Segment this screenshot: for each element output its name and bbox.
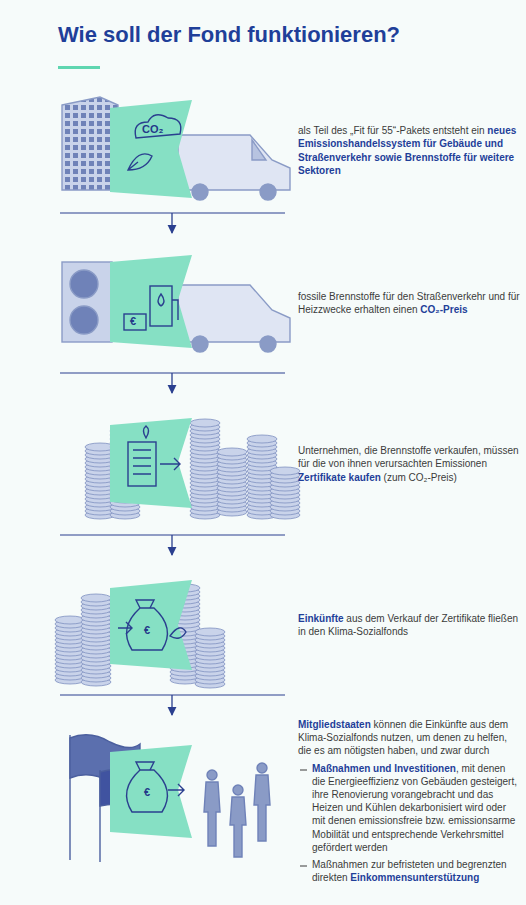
body-text: , mit denen die Energieeffizienz von Geb… [312,763,517,853]
coin [247,435,277,443]
co2-icon-text: CO₂ [142,123,163,135]
row5-art [70,735,270,862]
flow-arrow [171,213,172,233]
step-band: Einkünfte aus dem Verkauf der Zertifikat… [55,555,522,695]
coin [217,448,247,456]
coin [195,628,225,636]
row2-art [62,255,290,352]
title: Wie soll der Fond funktionieren? [58,22,400,48]
step-band: Unternehmen, die Brennstoffe verkaufen, … [55,393,522,535]
step-band: als Teil des „Fit für 55“-Pakets entsteh… [55,88,522,213]
step-text: als Teil des „Fit für 55“-Pakets entsteh… [298,124,520,177]
paragraph: Maßnahmen zur befristeten und begrenzten… [298,858,520,884]
body-text: Unternehmen, die Brennstoffe verkaufen, … [298,445,519,469]
paragraph: Einkünfte aus dem Verkauf der Zertifikat… [298,612,520,638]
row4-art [110,580,192,670]
step-band: fossile Brennstoffe für den Straßenverke… [55,233,522,373]
paragraph: Unternehmen, die Brennstoffe verkaufen, … [298,444,520,484]
title-underline [58,66,100,69]
paragraph: fossile Brennstoffe für den Straßenverke… [298,290,520,316]
flow-arrow [171,535,172,555]
bullet-dash [300,864,308,868]
step-text: Mitgliedstaaten können die Einkünfte aus… [298,718,520,884]
euro-sign: € [144,786,150,798]
step-band: Mitgliedstaaten können die Einkünfte aus… [55,715,522,901]
bullet-dash [300,768,308,772]
coin [81,594,111,602]
emphasis-text: Zertifikate kaufen [298,472,381,483]
step-text: Unternehmen, die Brennstoffe verkaufen, … [298,444,520,484]
euro-sign: € [144,624,150,636]
coin [190,419,220,427]
flow-arrow [171,695,172,715]
euro-sign: € [130,315,136,327]
coin [55,616,85,624]
coin-stacks [55,419,300,688]
body-text: (zum CO₂-Preis) [384,472,457,483]
body-text: fossile Brennstoffe für den Straßenverke… [298,291,520,315]
emphasis-text: CO₂-Preis [420,304,467,315]
emphasis-text: Mitgliedstaaten [298,719,371,730]
emphasis-text: Einkünfte [298,613,344,624]
row3-art [110,418,192,508]
paragraph: Mitgliedstaaten können die Einkünfte aus… [298,718,520,758]
paragraph: Maßnahmen und Investitionen, mit denen d… [298,762,520,854]
emphasis-text: Einkommensunterstützung [350,872,479,883]
step-text: Einkünfte aus dem Verkauf der Zertifikat… [298,612,520,638]
emphasis-text: Maßnahmen und Investitionen [312,763,456,774]
paragraph: als Teil des „Fit für 55“-Pakets entsteh… [298,124,520,177]
row1-art [62,97,290,200]
step-text: fossile Brennstoffe für den Straßenverke… [298,290,520,316]
flow-arrow [171,373,172,393]
coin [270,467,300,475]
body-text: als Teil des „Fit für 55“-Pakets entsteh… [298,125,485,136]
